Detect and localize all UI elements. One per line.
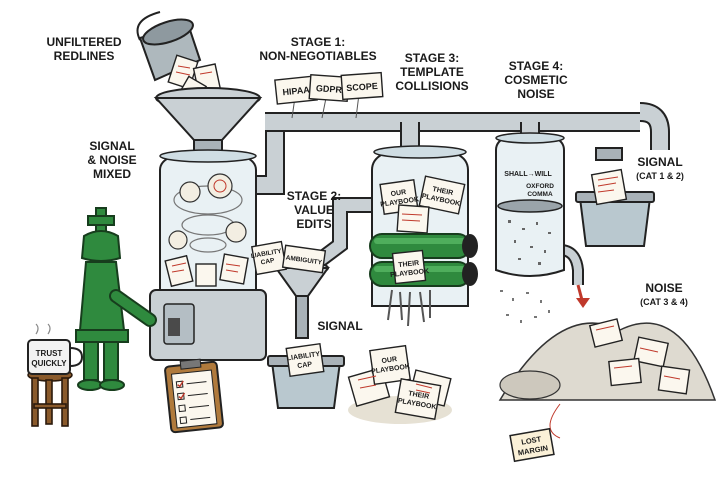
confetti-bits <box>508 220 551 265</box>
label-noise-line1: NOISE <box>645 281 682 295</box>
label-stage3-line3: COLLISIONS <box>395 79 468 93</box>
tag-liability-cap-line2: CAP <box>260 257 275 266</box>
pile-tag-their-line1: THEIR <box>408 390 430 401</box>
label-unfiltered-line2: REDLINES <box>54 49 115 63</box>
mug-label-line1: TRUST <box>36 349 63 358</box>
tag-oxford-line1: OXFORD <box>526 183 554 190</box>
green-rollers: THEIR PLAYBOOK <box>369 233 478 287</box>
playbook-paper-pile: OUR PLAYBOOK THEIR PLAYBOOK <box>347 344 452 424</box>
control-switch[interactable] <box>168 318 180 336</box>
label-stage2-line2: VALUE <box>294 203 334 217</box>
mixing-tank <box>149 149 267 361</box>
tag-gdpr: GDPR <box>316 83 343 95</box>
label-unfiltered-line1: UNFILTERED <box>46 35 121 49</box>
label-stage1-line2: NON-NEGOTIABLES <box>259 49 376 63</box>
stage1-tags: HIPAA GDPR SCOPE <box>274 71 384 119</box>
label-stage2-line1: STAGE 2: <box>287 189 341 203</box>
intake-funnel <box>153 87 263 155</box>
tank-tag-their-line1: THEIR <box>432 186 454 197</box>
label-signal-noise-line1: SIGNAL <box>89 139 134 153</box>
tank-tag-our-line1: OUR <box>390 189 406 198</box>
mug-label-line2: QUICKLY <box>31 359 67 368</box>
noise-paper-pile: LOST MARGIN <box>498 318 717 463</box>
label-stage4-line1: STAGE 4: <box>509 59 563 73</box>
tag-oxford-line2: COMMA <box>527 191 553 198</box>
label-noise-line2: (CAT 3 & 4) <box>640 297 688 307</box>
sieve-mesh <box>497 199 563 213</box>
paper-swirl <box>164 173 249 288</box>
bin-tag-liability-line2: CAP <box>297 361 313 370</box>
label-stage2-line3: EDITS <box>296 217 331 231</box>
label-signal-noise-line3: MIXED <box>93 167 131 181</box>
king-operator-figure <box>75 207 157 391</box>
label-stage4-line2: COSMETIC <box>504 73 568 87</box>
stage3-tank: OUR PLAYBOOK THEIR PLAYBOOK THEIR PLAYBO… <box>369 145 478 327</box>
tag-hipaa: HIPAA <box>282 85 311 98</box>
signal-bin-middle: LIABILITY CAP <box>267 342 345 409</box>
pipe-network <box>255 102 670 308</box>
lost-margin-line1: LOST <box>521 434 543 446</box>
label-stage3-line1: STAGE 3: <box>405 51 459 65</box>
clipboard-icon <box>164 358 224 434</box>
pile-tag-our-line1: OUR <box>381 356 397 365</box>
label-stage3-line2: TEMPLATE <box>400 65 464 79</box>
label-signal-noise-line2: & NOISE <box>87 153 136 167</box>
bin-tag-liability-line1: LIABILITY <box>286 351 320 363</box>
bucket-icon <box>136 11 222 107</box>
stage4-sieve-tank: SHALL→WILL OXFORD COMMA <box>495 132 565 323</box>
pipe-outlet-signal <box>595 147 623 161</box>
mug-icon: TRUST QUICKLY <box>27 323 84 375</box>
falling-confetti <box>500 290 550 323</box>
tag-shall-will: SHALL→WILL <box>504 171 552 178</box>
label-stage1-line1: STAGE 1: <box>291 35 345 49</box>
label-signal-right-line1: SIGNAL <box>637 155 682 169</box>
tag-scope: SCOPE <box>346 81 378 93</box>
signal-bin-right <box>575 168 655 247</box>
stool <box>27 368 73 427</box>
stage2-funnel: LIABILITY CAP AMBIGUITY <box>250 240 330 339</box>
roller-tag-their-line2: PLAYBOOK <box>390 268 430 279</box>
label-signal-right-line2: (CAT 1 & 2) <box>636 171 684 181</box>
label-signal-mid: SIGNAL <box>317 319 362 333</box>
roller-tag-their-line1: THEIR <box>398 260 420 269</box>
red-arrow-icon <box>576 298 590 308</box>
lost-margin-tag <box>509 427 555 463</box>
label-stage4-line3: NOISE <box>517 87 554 101</box>
labels: UNFILTERED REDLINES SIGNAL & NOISE MIXED… <box>46 35 687 333</box>
